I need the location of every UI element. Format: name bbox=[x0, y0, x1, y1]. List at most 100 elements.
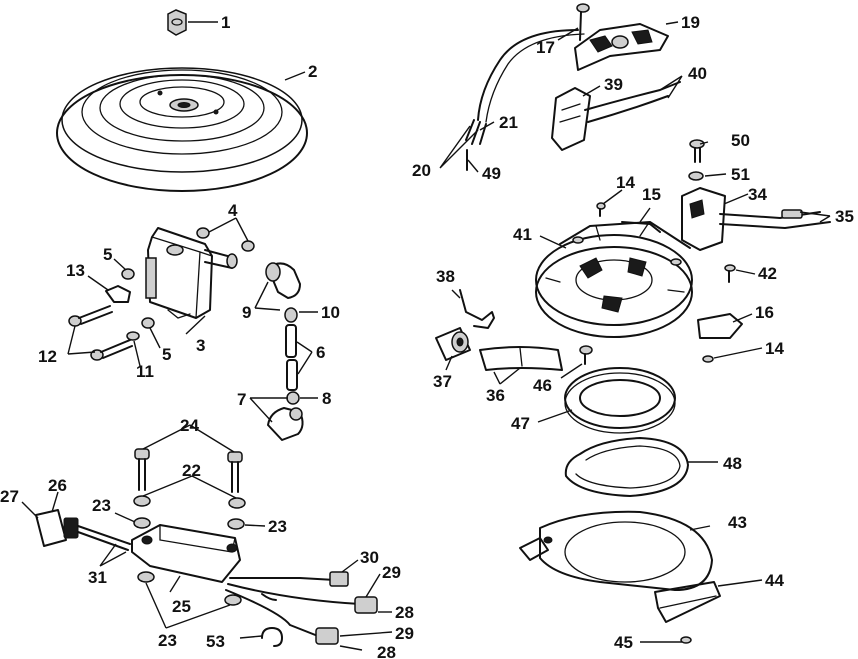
callout-13: 13 bbox=[66, 261, 85, 280]
callout-43: 43 bbox=[728, 513, 747, 532]
callout-17: 17 bbox=[536, 38, 555, 57]
stator-plate bbox=[535, 221, 693, 338]
module-washer bbox=[688, 171, 704, 181]
bracket-screw bbox=[702, 355, 714, 363]
callout-28-upper: 28 bbox=[395, 603, 414, 622]
callout-46: 46 bbox=[533, 376, 552, 395]
callout-16: 16 bbox=[755, 303, 774, 322]
counterweight-screw bbox=[680, 636, 692, 644]
leader-lines bbox=[21, 21, 831, 651]
insulating-sleeves bbox=[285, 324, 298, 391]
callout-12: 12 bbox=[38, 347, 57, 366]
retainer-bracket bbox=[697, 313, 743, 339]
callout-47: 47 bbox=[511, 414, 530, 433]
spark-plug-boot-upper bbox=[265, 262, 301, 299]
ground-screw bbox=[724, 264, 736, 283]
callout-8: 8 bbox=[322, 389, 331, 408]
wiring-harness bbox=[465, 29, 585, 145]
callout-23-left: 23 bbox=[92, 496, 111, 515]
callout-14-lower: 14 bbox=[765, 339, 784, 358]
power-pack-washers bbox=[133, 495, 246, 509]
callout-28-lower: 28 bbox=[377, 643, 396, 659]
callout-38: 38 bbox=[436, 267, 455, 286]
coil-screws bbox=[68, 305, 133, 361]
callout-37: 37 bbox=[433, 372, 452, 391]
callout-51: 51 bbox=[731, 165, 750, 184]
armature-plate bbox=[519, 510, 713, 591]
callout-39: 39 bbox=[604, 75, 623, 94]
charge-coil-module bbox=[681, 187, 831, 251]
sensor-leads bbox=[584, 81, 681, 123]
callout-48: 48 bbox=[723, 454, 742, 473]
callout-3: 3 bbox=[196, 336, 205, 355]
callout-49: 49 bbox=[482, 164, 501, 183]
ignition-coil bbox=[145, 227, 238, 319]
flywheel-nut bbox=[167, 9, 187, 36]
callout-15: 15 bbox=[642, 185, 661, 204]
callout-11: 11 bbox=[136, 362, 154, 381]
callout-23-right: 23 bbox=[268, 517, 287, 536]
connector-housing bbox=[435, 327, 471, 361]
callout-labels: 1 2 3 4 5 5 6 7 8 9 10 11 12 13 14 14 15… bbox=[0, 13, 854, 659]
coil-washers bbox=[196, 227, 255, 252]
callout-5-upper: 5 bbox=[103, 245, 112, 264]
callout-31: 31 bbox=[88, 568, 107, 587]
callout-1: 1 bbox=[221, 13, 230, 32]
callout-29-lower: 29 bbox=[395, 624, 414, 643]
hose-clamp-lower bbox=[286, 391, 300, 405]
power-pack-screws bbox=[134, 448, 243, 493]
module-screw bbox=[689, 139, 705, 163]
protective-sleeve bbox=[479, 346, 563, 371]
grommets bbox=[133, 517, 245, 606]
callout-41: 41 bbox=[513, 225, 532, 244]
sensor-module bbox=[551, 87, 591, 151]
callout-53: 53 bbox=[206, 632, 225, 651]
callout-42: 42 bbox=[758, 264, 777, 283]
callout-27: 27 bbox=[0, 487, 19, 506]
callout-14-upper: 14 bbox=[616, 173, 635, 192]
callout-45: 45 bbox=[614, 633, 633, 652]
stator-spring bbox=[621, 221, 661, 233]
snap-ring bbox=[564, 437, 689, 497]
callout-6: 6 bbox=[316, 343, 325, 362]
callout-30: 30 bbox=[360, 548, 379, 567]
callout-25: 25 bbox=[172, 597, 191, 616]
callout-7: 7 bbox=[237, 390, 246, 409]
retaining-clip bbox=[261, 627, 283, 647]
callout-20: 20 bbox=[412, 161, 431, 180]
callout-21: 21 bbox=[499, 113, 518, 132]
retainer-ring bbox=[564, 367, 676, 434]
lock-washers bbox=[121, 268, 155, 329]
callout-22: 22 bbox=[182, 461, 201, 480]
spark-plug-boot-lower bbox=[267, 407, 304, 441]
callout-24: 24 bbox=[180, 416, 199, 435]
spring-clip bbox=[459, 289, 495, 329]
callout-29-upper: 29 bbox=[382, 563, 401, 582]
callout-40: 40 bbox=[688, 64, 707, 83]
callout-10: 10 bbox=[321, 303, 340, 322]
callout-9: 9 bbox=[242, 303, 251, 322]
timer-base-sensor bbox=[574, 23, 669, 71]
callout-44: 44 bbox=[765, 571, 784, 590]
callout-2: 2 bbox=[308, 62, 317, 81]
pack-leads bbox=[225, 571, 378, 645]
hose-clamp-upper bbox=[284, 307, 298, 323]
counterweight bbox=[654, 581, 721, 623]
pack-connector bbox=[35, 509, 131, 551]
power-pack bbox=[131, 524, 241, 583]
callout-5-lower: 5 bbox=[162, 345, 171, 364]
wire-clip bbox=[105, 285, 131, 303]
callout-50: 50 bbox=[731, 131, 750, 150]
callout-19: 19 bbox=[681, 13, 700, 32]
callout-35: 35 bbox=[835, 207, 854, 226]
stator-screw-upper bbox=[596, 202, 606, 217]
flywheel bbox=[56, 67, 308, 192]
callout-34: 34 bbox=[748, 185, 767, 204]
retainer-screw bbox=[579, 345, 593, 365]
callout-4: 4 bbox=[228, 201, 238, 220]
callout-23-bottom: 23 bbox=[158, 631, 177, 650]
callout-36: 36 bbox=[486, 386, 505, 405]
screw-washer bbox=[126, 331, 140, 341]
sensor-screw bbox=[576, 3, 590, 41]
